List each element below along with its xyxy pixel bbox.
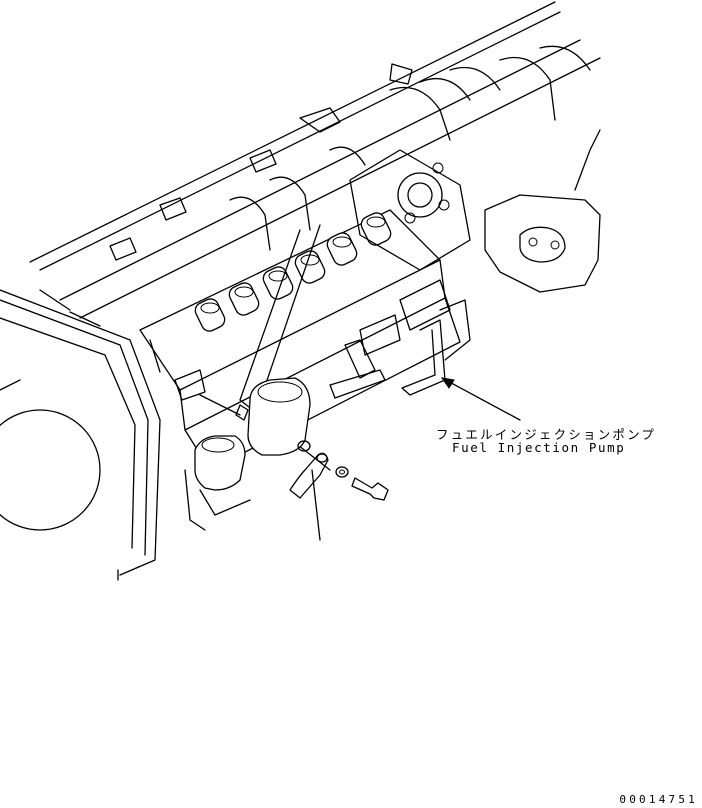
filter-cups <box>174 369 311 531</box>
part-label-jp: フュエルインジェクションポンプ <box>436 427 657 442</box>
leader-line <box>440 377 521 421</box>
intake-ports <box>229 45 591 251</box>
timing-cover <box>0 289 161 581</box>
part-label-en: Fuel Injection Pump <box>452 440 626 455</box>
exploded-parts <box>199 394 389 541</box>
cylinder-head <box>29 1 601 327</box>
fuel-injection-pump <box>139 149 471 471</box>
drawing-number: 00014751 <box>619 793 698 806</box>
mounting-flange <box>484 129 601 293</box>
